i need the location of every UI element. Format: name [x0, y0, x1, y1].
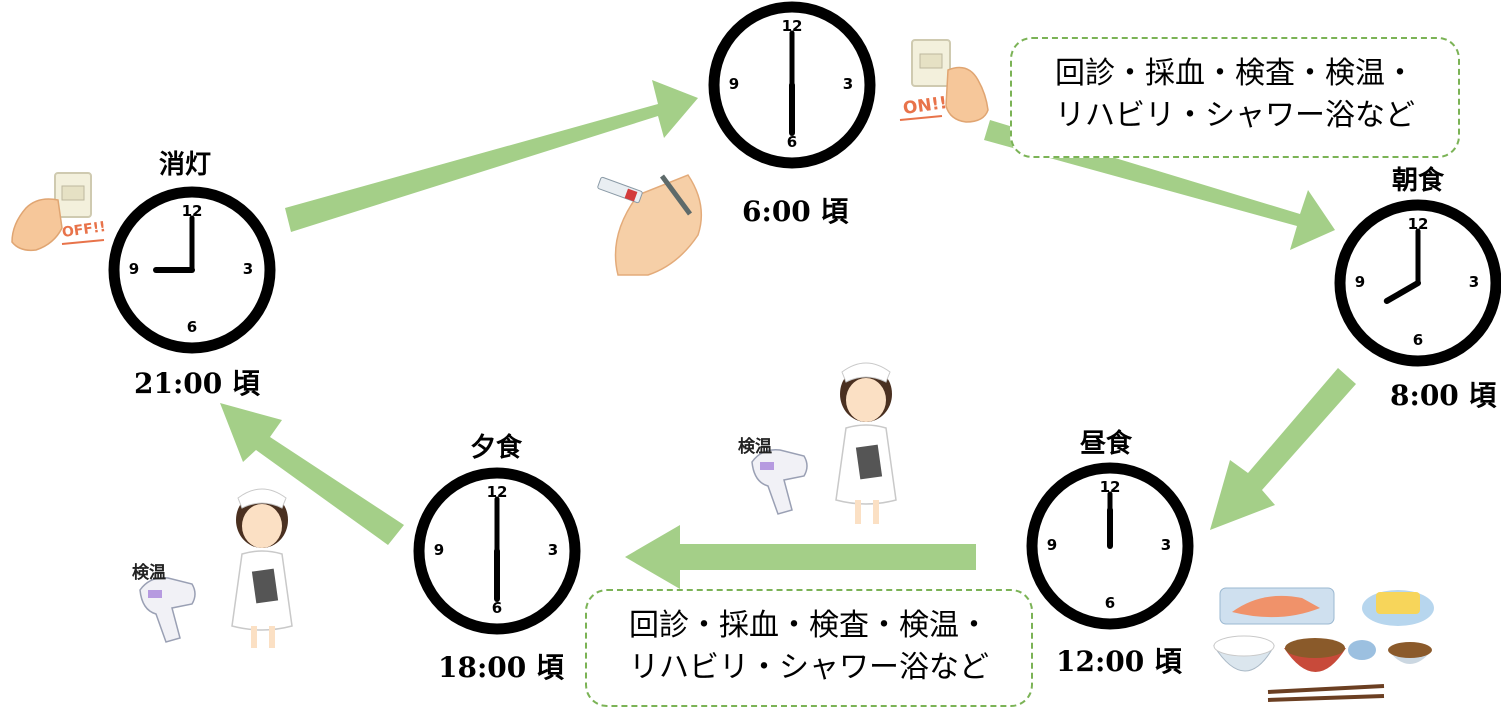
- thermometer-label-left: 検温: [132, 563, 166, 583]
- clock-lunch: 12 3 6 9: [1026, 462, 1194, 630]
- clock-number-12: 12: [182, 202, 203, 220]
- time-label-wake: 6:00 頃: [742, 195, 849, 228]
- clock-number-9: 9: [434, 541, 444, 559]
- thermometer-illustration-left: [139, 577, 196, 643]
- meal-label-lights-out: 消灯: [159, 150, 212, 180]
- activity-line-2: リハビリ・シャワー浴など: [1055, 98, 1415, 133]
- thermometer-label-right: 検温: [738, 437, 772, 457]
- meal-label-dinner: 夕食: [470, 433, 523, 463]
- clock-number-9: 9: [729, 75, 739, 93]
- clock-number-12: 12: [1100, 478, 1121, 496]
- clock-number-3: 3: [243, 260, 253, 278]
- arrow-dinner-to-lightsout: [220, 403, 404, 545]
- meal-illustration: [1213, 587, 1434, 702]
- activity-bubble-morning: 回診・採血・検査・検温・ リハビリ・シャワー浴など: [1010, 37, 1460, 158]
- nurse-illustration-right: [835, 362, 897, 524]
- clock-number-6: 6: [187, 318, 197, 336]
- clock-number-12: 12: [782, 17, 803, 35]
- arrow-breakfast-to-lunch: [1210, 368, 1356, 530]
- clock-number-3: 3: [1469, 273, 1479, 291]
- light-switch-off-illustration: [11, 172, 105, 252]
- nurse-illustration-left: [231, 488, 293, 648]
- clock-number-3: 3: [548, 541, 558, 559]
- thermometer-illustration-right: [751, 449, 808, 515]
- clock-number-12: 12: [487, 483, 508, 501]
- clock-number-9: 9: [1355, 273, 1365, 291]
- arrow-lunch-to-dinner: [625, 525, 976, 589]
- clock-dinner: 12 3 6 9: [413, 467, 581, 635]
- time-label-lights-out: 21:00 頃: [134, 367, 261, 400]
- activity-bubble-afternoon: 回診・採血・検査・検温・ リハビリ・シャワー浴など: [585, 589, 1033, 707]
- meal-label-lunch: 昼食: [1080, 429, 1133, 459]
- clock-number-6: 6: [492, 599, 502, 617]
- clock-breakfast: 12 3 6 9: [1334, 199, 1501, 367]
- clock-number-3: 3: [843, 75, 853, 93]
- clock-number-6: 6: [1413, 331, 1423, 349]
- clock-number-9: 9: [1047, 536, 1057, 554]
- time-label-dinner: 18:00 頃: [438, 651, 565, 684]
- clock-number-12: 12: [1408, 215, 1429, 233]
- blood-draw-illustration: [597, 174, 703, 276]
- activity-line-1: 回診・採血・検査・検温・: [1055, 56, 1415, 91]
- time-label-lunch: 12:00 頃: [1056, 645, 1183, 678]
- meal-label-breakfast: 朝食: [1392, 166, 1445, 196]
- activity-line-1: 回診・採血・検査・検温・: [629, 608, 989, 643]
- clock-number-9: 9: [129, 260, 139, 278]
- clock-number-3: 3: [1161, 536, 1171, 554]
- clock-number-6: 6: [787, 133, 797, 151]
- clock-lights-out: 12 3 6 9: [108, 186, 276, 354]
- time-label-breakfast: 8:00 頃: [1390, 379, 1497, 412]
- clock-wake: 12 3 6 9: [708, 1, 876, 169]
- clock-number-6: 6: [1105, 594, 1115, 612]
- hour-hand: [1383, 280, 1421, 304]
- light-switch-on-illustration: [899, 39, 989, 123]
- arrow-lightsout-to-wake: [285, 80, 698, 232]
- activity-line-2: リハビリ・シャワー浴など: [629, 650, 989, 685]
